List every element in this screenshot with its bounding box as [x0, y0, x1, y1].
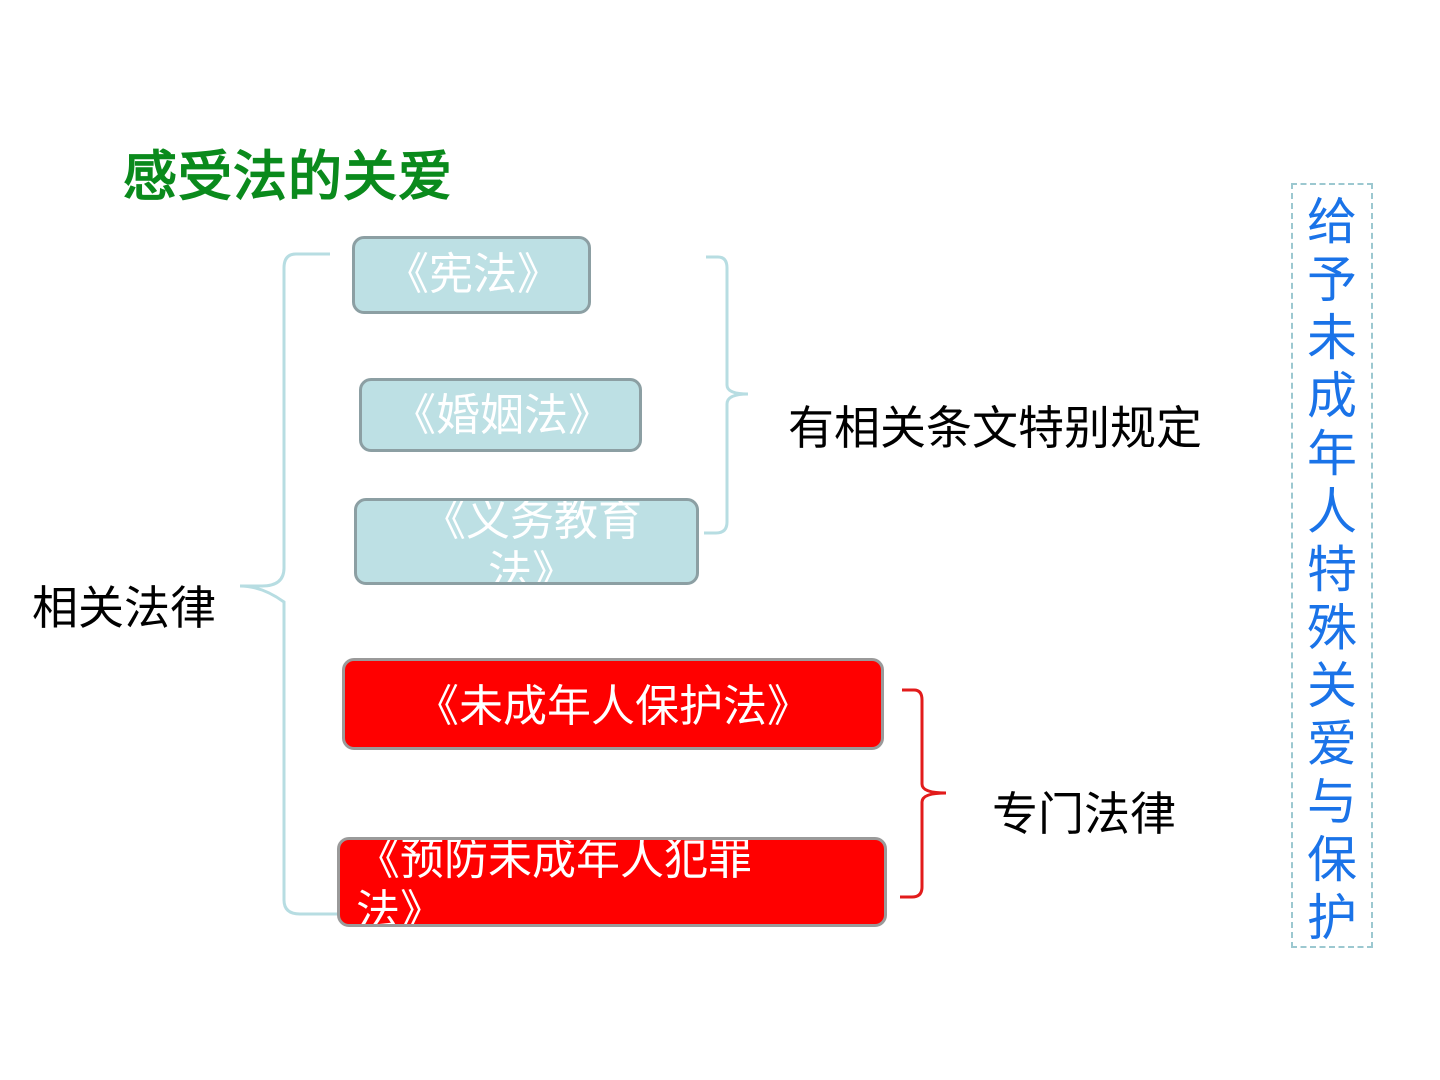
side-text-char: 给 [1307, 193, 1357, 251]
side-text-char: 护 [1307, 889, 1357, 947]
side-text: 给予未成年人特殊关爱与保护 [1293, 193, 1371, 947]
page-title: 感受法的关爱 [123, 145, 453, 208]
side-text-char: 殊 [1307, 599, 1357, 657]
general-laws-note: 有相关条文特别规定 [788, 401, 1202, 455]
law-label: 《婚姻法》 [392, 390, 612, 441]
law-label: 《预防未成年人犯罪法》 [356, 837, 752, 927]
general-laws-brace [704, 255, 749, 535]
side-text-char: 年 [1307, 425, 1357, 483]
side-text-char: 特 [1307, 541, 1357, 599]
side-text-char: 人 [1307, 483, 1357, 541]
law-label: 《未成年人保护法》 [415, 681, 811, 732]
main-brace [239, 252, 338, 916]
related-laws-label: 相关法律 [32, 581, 216, 635]
side-panel: 给予未成年人特殊关爱与保护 [1291, 183, 1373, 948]
law-box-marriage: 《婚姻法》 [359, 378, 642, 452]
special-laws-brace [900, 688, 947, 899]
law-box-juvenile-delinquency: 《预防未成年人犯罪法》 [337, 837, 887, 927]
side-text-char: 与 [1307, 773, 1357, 831]
law-box-education: 《义务教育法》 [354, 498, 699, 585]
law-box-minors-protection: 《未成年人保护法》 [342, 658, 884, 750]
side-text-char: 予 [1307, 251, 1357, 309]
law-label: 《宪法》 [385, 249, 561, 300]
side-text-char: 保 [1307, 831, 1357, 889]
side-text-char: 成 [1307, 367, 1357, 425]
side-text-char: 爱 [1307, 715, 1357, 773]
special-laws-note: 专门法律 [992, 787, 1176, 841]
law-label: 《义务教育法》 [422, 498, 642, 585]
side-text-char: 未 [1307, 309, 1357, 367]
side-text-char: 关 [1307, 657, 1357, 715]
law-box-constitution: 《宪法》 [352, 236, 591, 314]
